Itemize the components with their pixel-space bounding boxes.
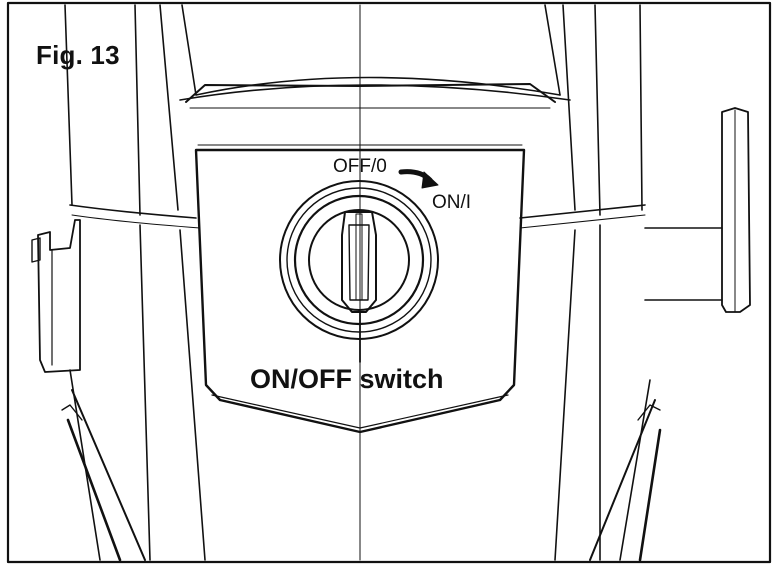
body-left-edge xyxy=(159,4,179,211)
figure-border xyxy=(6,1,772,564)
right-plate xyxy=(721,107,751,313)
on-position-label: ON/I xyxy=(432,192,472,213)
left-bracket xyxy=(37,219,81,373)
on-off-switch-callout: ON/OFF switch xyxy=(250,364,444,394)
body-right-edge xyxy=(562,4,576,211)
off-position-label: OFF/0 xyxy=(333,156,387,177)
head-lower-edge xyxy=(195,76,561,96)
switch-panel xyxy=(194,148,526,434)
switch-knob xyxy=(341,211,377,313)
switch-outer-ring xyxy=(279,180,439,340)
figure-title: Fig. 13 xyxy=(36,40,120,70)
switch-knob-ring xyxy=(308,209,410,311)
